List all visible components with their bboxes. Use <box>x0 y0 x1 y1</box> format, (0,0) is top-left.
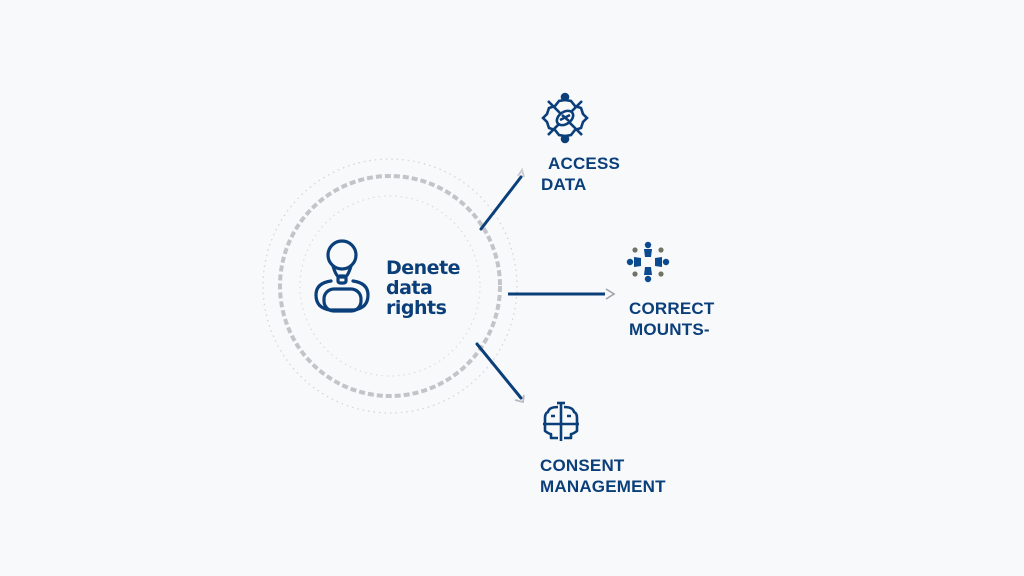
node-label-line: MOUNTS- <box>629 320 710 339</box>
dashed-ring <box>278 174 502 398</box>
hub-label: Denete data rights <box>386 257 461 319</box>
person-icon <box>314 239 370 313</box>
hub-label-line: rights <box>386 297 447 319</box>
inner-dotted-ring <box>299 195 481 377</box>
people-cluster-icon <box>626 241 670 283</box>
node-label-correct-mounts: CORRECT MOUNTS- <box>629 298 714 340</box>
connector-correct-mounts <box>508 288 616 300</box>
node-label-line: DATA <box>541 175 587 194</box>
node-label-line: MANAGEMENT <box>540 477 666 496</box>
node-label-line: CONSENT <box>540 456 625 475</box>
hub-label-line: Denete <box>386 257 461 279</box>
node-label-line: ACCESS <box>548 154 621 173</box>
hub-label-line: data <box>386 277 433 299</box>
outer-dotted-ring <box>262 158 518 414</box>
node-label-line: CORRECT <box>629 299 715 318</box>
gear-network-icon <box>541 92 589 144</box>
connector-consent-management <box>475 342 525 404</box>
shield-cross-icon <box>543 401 579 441</box>
connector-access-data <box>479 167 525 231</box>
node-label-access-data: ACCESS DATA <box>541 153 620 195</box>
node-label-consent-management: CONSENT MANAGEMENT <box>540 455 666 497</box>
